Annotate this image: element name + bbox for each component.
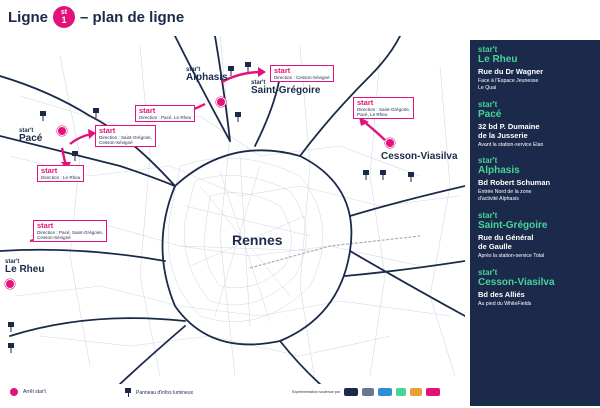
partner-logo-icon bbox=[361, 388, 374, 396]
badge-text-bottom: 1 bbox=[61, 15, 67, 25]
sidebar-note: Au pied du WhiteFields bbox=[478, 300, 532, 307]
partner-logo-icon bbox=[343, 388, 358, 396]
stop-brand: start bbox=[99, 126, 116, 135]
badge-text-top: st bbox=[60, 9, 68, 16]
sidebar-section-pace: star't Pacé 32 bd P. Dumaine de la Jusse… bbox=[478, 99, 592, 149]
stop-box-pace-south[interactable]: start Direction : Le Rheu bbox=[37, 165, 85, 182]
sidebar-section-le-rheu: star't Le Rheu Rue du Dr Wagner Face à l… bbox=[478, 46, 592, 92]
stop-box-pace-east[interactable]: start Direction : Saint-Grégoire, Cesson… bbox=[95, 125, 157, 148]
city-name: Cesson-Viasilva bbox=[381, 151, 458, 162]
sidebar-city: Cesson-Viasilva bbox=[478, 276, 555, 288]
partner-logo-icon bbox=[409, 388, 422, 396]
city-brand: star't bbox=[19, 128, 34, 134]
stop-direction: Direction : Pacé, Le Rheu bbox=[139, 114, 192, 120]
line-badge-icon: st 1 bbox=[53, 6, 75, 28]
sidebar-city: Le Rheu bbox=[478, 54, 518, 65]
sidebar-city: Pacé bbox=[478, 108, 502, 120]
stop-box-le-rheu[interactable]: start Direction : Pacé, Saint-Grégoire, … bbox=[33, 220, 108, 243]
bus-stop-icon[interactable] bbox=[385, 138, 395, 148]
sidebar-section-saint-gregoire: star't Saint-Grégoire Rue du Général de … bbox=[478, 210, 592, 260]
city-brand: star't bbox=[5, 259, 20, 265]
sidebar-street: Rue du Dr Wagner bbox=[478, 67, 544, 76]
legend-stop-label: Arrêt star't bbox=[23, 389, 46, 395]
city-brand: star't bbox=[251, 80, 266, 86]
city-label-saint-gregoire: star't Saint-Grégoire bbox=[251, 80, 320, 97]
bus-stop-icon[interactable] bbox=[216, 97, 226, 107]
city-name: Saint-Grégoire bbox=[251, 85, 321, 97]
sidebar-note: Après la station-service Total bbox=[478, 252, 545, 259]
city-label-alphasis: star't Alphasis bbox=[186, 67, 228, 84]
legend-stop: Arrêt star't bbox=[10, 388, 46, 396]
sidebar-street: Bd Robert Schuman bbox=[478, 178, 551, 188]
partner-logo-icon bbox=[377, 388, 392, 396]
stop-brand: start bbox=[37, 221, 54, 230]
city-name: Alphasis bbox=[186, 72, 228, 84]
stop-direction: Direction : Pacé, Saint-Grégoire, Cesson… bbox=[37, 229, 104, 240]
stop-box-alphasis-east[interactable]: start Direction : Cesson-Sévigné bbox=[270, 65, 334, 82]
info-panel-icon bbox=[8, 62, 414, 353]
stop-box-cesson[interactable]: start Direction : Saint-Grégoire, Pacé, … bbox=[353, 97, 415, 120]
partners-label: Expérimentation soutenue par bbox=[292, 390, 340, 394]
sidebar-brand: star't bbox=[478, 99, 498, 109]
sidebar-brand: star't bbox=[478, 267, 498, 277]
stop-brand: start bbox=[357, 98, 374, 107]
partner-logo-icon bbox=[395, 388, 406, 396]
stop-brand: start bbox=[274, 66, 291, 75]
sidebar-note: Face à l'Espace Jeunesse Le Quai bbox=[478, 78, 539, 91]
info-panel-icon bbox=[125, 388, 131, 397]
city-label-pace: star't Pacé bbox=[19, 128, 42, 145]
city-brand: star't bbox=[186, 67, 201, 73]
stop-direction: Direction : Cesson-Sévigné bbox=[274, 74, 330, 80]
sidebar-section-alphasis: star't Alphasis Bd Robert Schuman Entrée… bbox=[478, 157, 592, 203]
city-label-cesson: Cesson-Viasilva bbox=[381, 151, 458, 163]
line-map[interactable]: star't Alphasis star't Saint-Grégoire st… bbox=[0, 36, 465, 384]
city-name: Le Rheu bbox=[5, 264, 45, 276]
stop-direction: Direction : Le Rheu bbox=[41, 174, 81, 180]
stop-brand: start bbox=[41, 166, 58, 175]
partners-strip: Expérimentation soutenue par bbox=[292, 388, 440, 396]
sidebar-city: Alphasis bbox=[478, 165, 520, 177]
city-name: Pacé bbox=[19, 133, 43, 145]
sidebar-city: Saint-Grégoire bbox=[478, 219, 548, 231]
legend-panel-label: Panneau d'infos lumineux bbox=[136, 389, 194, 396]
sidebar-brand: star't bbox=[478, 210, 498, 220]
bus-stop-icon bbox=[10, 388, 18, 396]
sidebar-note: Entrée Nord de la zone d'activité Alphas… bbox=[478, 189, 532, 202]
title-subtitle: – plan de ligne bbox=[80, 8, 185, 26]
stop-direction: Direction : Saint-Grégoire, Cesson-Sévig… bbox=[99, 134, 153, 145]
page-header: Ligne st 1 – plan de ligne bbox=[8, 4, 184, 30]
title-ligne: Ligne bbox=[8, 8, 48, 26]
stop-brand: start bbox=[139, 106, 156, 115]
partner-logo-icon bbox=[425, 388, 440, 396]
sidebar-section-cesson: star't Cesson-Viasilva Bd des Alliés Au … bbox=[478, 267, 592, 308]
bus-stop-icon[interactable] bbox=[5, 279, 15, 289]
sidebar-brand: star't bbox=[478, 45, 498, 54]
stops-sidebar: star't Le Rheu Rue du Dr Wagner Face à l… bbox=[470, 40, 600, 406]
stop-direction: Direction : Saint-Grégoire, Pacé, Le Rhe… bbox=[357, 106, 411, 117]
sidebar-street: Bd des Alliés bbox=[478, 289, 525, 299]
legend-panel: Panneau d'infos lumineux bbox=[125, 388, 193, 397]
map-canvas bbox=[0, 36, 465, 384]
sidebar-street: Rue du Général de Gaulle bbox=[478, 232, 534, 251]
sidebar-brand: star't bbox=[478, 156, 498, 166]
stop-box-alphasis-west[interactable]: start Direction : Pacé, Le Rheu bbox=[135, 105, 196, 122]
city-label-rennes: Rennes bbox=[232, 232, 283, 248]
city-label-le-rheu: star't Le Rheu bbox=[5, 259, 44, 276]
bus-stop-icon[interactable] bbox=[57, 126, 67, 136]
sidebar-street: 32 bd P. Dumaine de la Jusserie bbox=[478, 121, 540, 140]
sidebar-note: Avant la station-service Elan bbox=[478, 141, 544, 148]
